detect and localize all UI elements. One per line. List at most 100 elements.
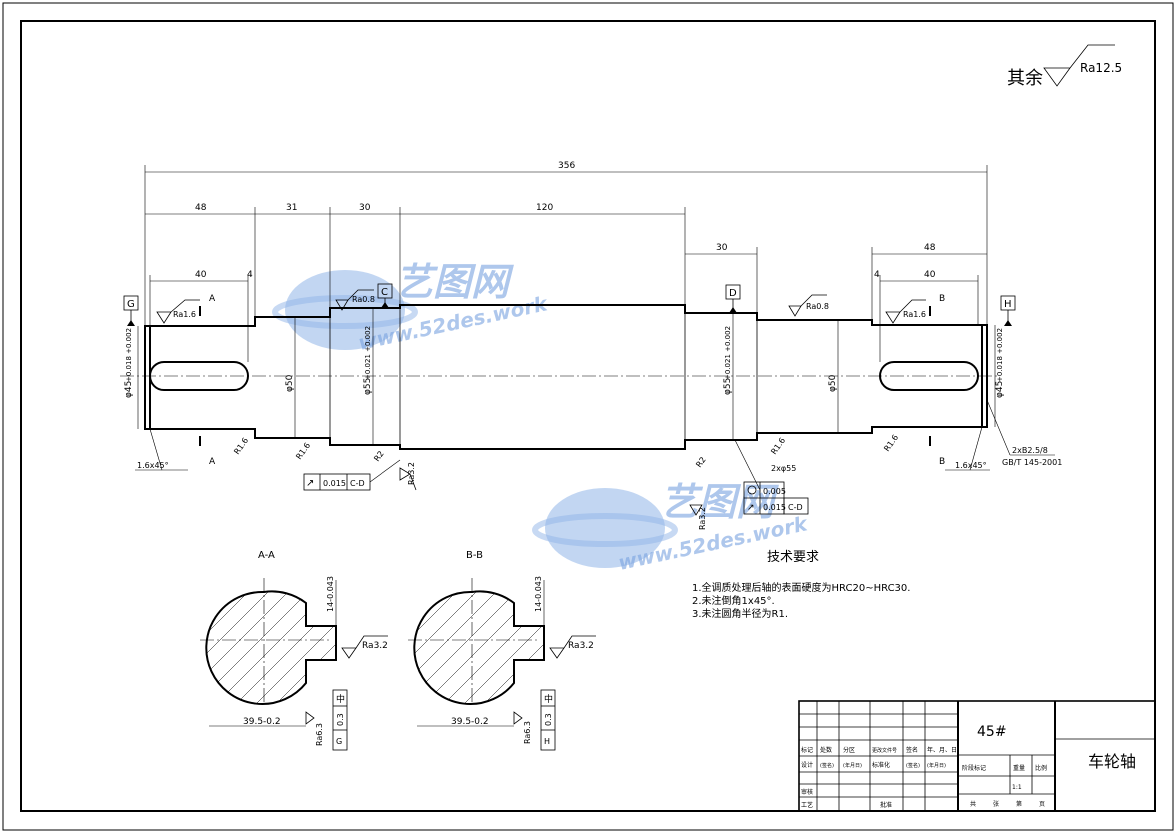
svg-text:GB/T 145-2001: GB/T 145-2001 bbox=[1002, 458, 1062, 467]
title-material: 45# bbox=[977, 724, 1007, 740]
dim-key-left: 40 bbox=[195, 270, 207, 280]
dim-dia-left-tol: +0.018 +0.002 bbox=[125, 328, 133, 382]
svg-text:标准化: 标准化 bbox=[872, 761, 890, 769]
dim-dia55-right: φ55 bbox=[723, 378, 733, 395]
svg-text:1.6x45°: 1.6x45° bbox=[137, 461, 169, 470]
svg-text:(签名): (签名) bbox=[906, 762, 920, 769]
svg-text:0.015: 0.015 bbox=[323, 479, 346, 488]
svg-text:更改文件号: 更改文件号 bbox=[872, 747, 897, 754]
svg-text:↗: ↗ bbox=[306, 478, 314, 489]
watermark-title: 艺图网 bbox=[395, 260, 514, 304]
roughness-labels: Ra1.6 Ra0.8 Ra0.8 Ra1.6 Ra3.2 Ra3.2 bbox=[156, 289, 926, 530]
svg-text:G: G bbox=[336, 737, 342, 746]
section-bb: B-B 14-0.043 39.5-0.2 Ra3.2 Ra6.3 中 0.3 … bbox=[408, 550, 596, 751]
svg-text:比例: 比例 bbox=[1035, 764, 1047, 772]
watermark-title: 艺图网 bbox=[660, 480, 779, 524]
roughness-symbol-icon bbox=[689, 504, 703, 516]
keyway-right bbox=[879, 361, 979, 391]
svg-text:工艺: 工艺 bbox=[801, 801, 813, 809]
section-aa-title: A-A bbox=[258, 550, 275, 561]
dim-seg3: 30 bbox=[359, 203, 371, 213]
svg-text:2xφ55: 2xφ55 bbox=[771, 464, 796, 473]
svg-text:Ra3.2: Ra3.2 bbox=[407, 462, 416, 485]
section-bb-title: B-B bbox=[466, 550, 483, 561]
svg-text:Ra3.2: Ra3.2 bbox=[698, 507, 707, 530]
svg-text:阶段标记: 阶段标记 bbox=[962, 764, 986, 772]
svg-text:0.005: 0.005 bbox=[763, 487, 786, 496]
roughness-symbol-icon bbox=[549, 635, 596, 659]
svg-text:Ra0.8: Ra0.8 bbox=[806, 302, 829, 311]
svg-text:中: 中 bbox=[336, 693, 345, 705]
svg-text:年、月、日: 年、月、日 bbox=[927, 746, 957, 754]
title-scale: 1:1 bbox=[1012, 784, 1022, 791]
datum-g: G bbox=[123, 295, 139, 326]
svg-text:重量: 重量 bbox=[1013, 764, 1025, 772]
section-aa: A-A 14-0.043 39.5-0.2 Ra3.2 bbox=[200, 550, 388, 751]
svg-text:处数: 处数 bbox=[820, 746, 832, 754]
svg-text:B: B bbox=[939, 294, 945, 304]
svg-text:G: G bbox=[127, 299, 135, 310]
roughness-symbol-icon bbox=[335, 289, 374, 311]
svg-text:D: D bbox=[729, 288, 737, 299]
svg-text:审核: 审核 bbox=[801, 788, 813, 796]
tolerance-frame-right: 2xφ55 ↗ 0.005 0.015 C-D bbox=[734, 439, 809, 515]
dim-dia-right: φ45 bbox=[995, 381, 1005, 398]
svg-text:标记: 标记 bbox=[801, 746, 813, 754]
center-hole-note: 2xB2.5/8 GB/T 145-2001 bbox=[986, 399, 1062, 467]
roughness-symbol-icon bbox=[885, 299, 926, 324]
svg-text:分区: 分区 bbox=[843, 746, 855, 754]
tech-req-title: 技术要求 bbox=[767, 550, 819, 565]
svg-text:共: 共 bbox=[970, 800, 976, 808]
surface-note-ra: Ra12.5 bbox=[1080, 61, 1122, 75]
datum-d: D bbox=[725, 284, 741, 313]
cylindricity-icon bbox=[747, 485, 757, 495]
svg-text:Ra6.3: Ra6.3 bbox=[315, 723, 324, 746]
svg-text:2xB2.5/8: 2xB2.5/8 bbox=[1012, 446, 1048, 455]
svg-text:Ra6.3: Ra6.3 bbox=[523, 721, 532, 744]
tech-req-item: 1.全调质处理后轴的表面硬度为HRC20~HRC30. bbox=[692, 581, 910, 594]
svg-text:(年月日): (年月日) bbox=[927, 762, 946, 769]
datum-h: H bbox=[1000, 295, 1016, 326]
svg-text:A: A bbox=[209, 457, 216, 467]
roughness-symbol-icon bbox=[399, 467, 417, 491]
keyway-left bbox=[149, 361, 249, 391]
svg-text:页: 页 bbox=[1039, 801, 1045, 808]
svg-text:39.5-0.2: 39.5-0.2 bbox=[243, 717, 281, 727]
svg-text:0.015: 0.015 bbox=[763, 503, 786, 512]
dim-seg6: 48 bbox=[924, 243, 936, 253]
roughness-symbol-icon bbox=[788, 294, 827, 317]
title-block: 45# 车轮轴 1:1 标记 处数 分区 更改文件号 签名 年、月、日 设计 (… bbox=[798, 700, 1156, 812]
svg-text:14-0.043: 14-0.043 bbox=[534, 576, 543, 612]
datum-c: C bbox=[377, 283, 393, 308]
svg-text:Ra3.2: Ra3.2 bbox=[568, 641, 594, 651]
roughness-symbol-icon bbox=[513, 711, 523, 725]
dim-dia-right-tol: +0.018 +0.002 bbox=[996, 328, 1004, 382]
svg-text:设计: 设计 bbox=[801, 761, 813, 769]
dim-seg4: 120 bbox=[536, 203, 553, 213]
dim-key-right-offset: 4 bbox=[874, 270, 880, 280]
tolerance-frame-left: ↗ 0.015 C-D bbox=[303, 459, 401, 491]
svg-text:0.3: 0.3 bbox=[544, 713, 553, 726]
svg-text:R1.6: R1.6 bbox=[232, 436, 250, 456]
inner-frame bbox=[20, 20, 1156, 812]
svg-text:C-D: C-D bbox=[350, 479, 365, 488]
dim-dia50-right: φ50 bbox=[828, 374, 838, 392]
tech-req-item: 3.未注圆角半径为R1. bbox=[692, 607, 788, 620]
roughness-symbol-icon bbox=[305, 711, 315, 725]
svg-text:(年月日): (年月日) bbox=[843, 762, 862, 769]
horizontal-dimensions: 356 48 31 30 120 30 48 40 4 40 4 bbox=[144, 161, 988, 362]
svg-text:B: B bbox=[939, 457, 945, 467]
svg-text:Ra1.6: Ra1.6 bbox=[173, 310, 196, 319]
svg-text:A: A bbox=[209, 294, 216, 304]
shaft-outline bbox=[144, 304, 988, 450]
watermark-logo: 艺图网 www.52des.work bbox=[272, 260, 551, 355]
technical-requirements: 技术要求 1.全调质处理后轴的表面硬度为HRC20~HRC30. 2.未注倒角1… bbox=[692, 550, 910, 620]
dim-overall: 356 bbox=[558, 161, 575, 171]
dim-dia55-right-tol: +0.021 +0.002 bbox=[724, 326, 732, 380]
svg-text:(签名): (签名) bbox=[820, 762, 834, 769]
dim-dia-left: φ45 bbox=[124, 381, 134, 398]
svg-text:↗: ↗ bbox=[747, 503, 755, 513]
tech-req-item: 2.未注倒角1x45°. bbox=[692, 594, 775, 607]
